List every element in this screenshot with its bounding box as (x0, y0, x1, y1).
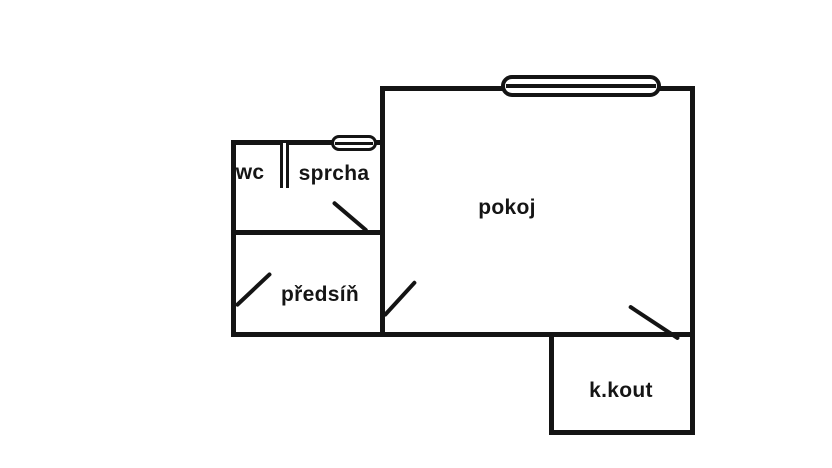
wall-top-wc-sprcha (231, 140, 382, 145)
wall-pokoj-left (380, 86, 385, 337)
wc-sprcha-partition (280, 143, 289, 188)
window-sprcha-top (331, 135, 377, 151)
wall-bottom-long (231, 332, 695, 337)
room-label-sprcha: sprcha (298, 162, 370, 185)
room-label-pokoj: pokoj (478, 196, 536, 219)
room-label-k-kout: k.kout (589, 379, 653, 402)
window-pokoj-top-pane (506, 84, 656, 88)
window-pokoj-top (501, 75, 661, 97)
door-swing-sprcha (331, 200, 369, 233)
room-label-wc: wc (235, 161, 265, 184)
wall-right-outer (690, 86, 695, 435)
wall-left-outer (231, 140, 236, 337)
door-swing-pokoj (382, 279, 418, 318)
wall-kkout-left (549, 332, 554, 435)
window-sprcha-top-pane (335, 141, 373, 145)
door-swing-predsin (234, 271, 273, 308)
wall-wc-predsin-divider (231, 230, 382, 235)
wall-kkout-bottom (549, 430, 695, 435)
room-label-predsin: předsíň (281, 283, 359, 306)
